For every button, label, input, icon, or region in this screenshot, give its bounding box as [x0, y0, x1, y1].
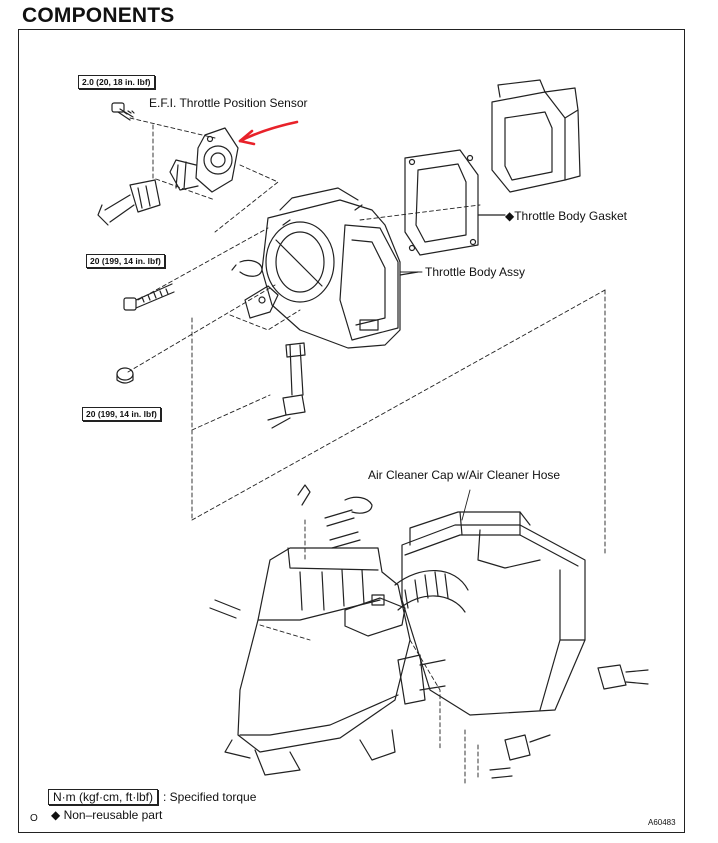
hose-clamp: [231, 259, 263, 277]
tps-label: E.F.I. Throttle Position Sensor: [149, 96, 308, 110]
air-cleaner-label: Air Cleaner Cap w/Air Cleaner Hose: [368, 468, 561, 482]
legend-non-reusable: ◆ Non–reusable part: [51, 808, 163, 822]
dashed-leader-lines: [127, 117, 606, 786]
air-cleaner-hose: [394, 570, 469, 613]
throttle-body-nut: [116, 367, 134, 384]
figure-code: A60483: [648, 818, 676, 827]
corner-mark: O: [30, 813, 38, 824]
intake-plenum: [491, 79, 581, 193]
page-title: COMPONENTS: [22, 4, 175, 27]
label-leaders: [399, 271, 471, 521]
torque-spec-nut: 20 (199, 14 in. lbf): [82, 407, 161, 421]
misc-connectors: [209, 484, 649, 779]
tps-connector: [97, 179, 161, 226]
torque-spec-bolt: 20 (199, 14 in. lbf): [86, 254, 165, 268]
legend-torque-unit: N·m (kgf·cm, ft·lbf): [48, 789, 158, 805]
air-cleaner-cap: [401, 511, 586, 716]
throttle-body-label: Throttle Body Assy: [425, 265, 526, 279]
diagram-frame: [18, 29, 685, 833]
throttle-bracket: [244, 285, 279, 319]
tps-screw: [111, 102, 135, 121]
gasket-label: ◆Throttle Body Gasket: [505, 209, 627, 223]
air-flow-meter: [344, 594, 446, 705]
throttle-body-assy: [261, 187, 419, 349]
throttle-body-gasket: [404, 149, 506, 256]
legend-torque-desc: : Specified torque: [163, 790, 257, 804]
torque-spec-tps-screw: 2.0 (20, 18 in. lbf): [78, 75, 155, 89]
throttle-position-sensor: [169, 127, 239, 193]
air-cleaner-case: [224, 547, 411, 776]
annotation-arrow: [238, 120, 299, 146]
coolant-hoses: [267, 342, 306, 429]
throttle-body-bolt: [123, 283, 175, 311]
